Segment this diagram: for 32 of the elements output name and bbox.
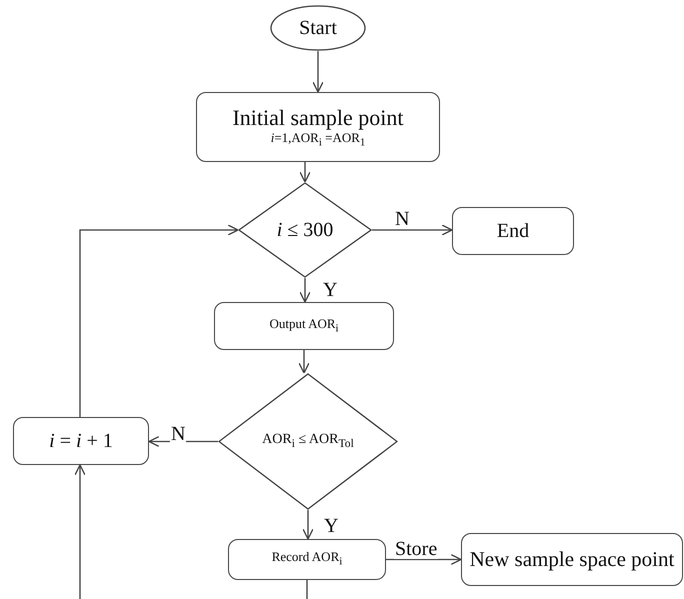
arrow [372,224,453,236]
arrow [299,162,311,183]
node-text: AOR$_{i}$ ≤ AOR$_{Tol}$ [262,432,354,451]
connector-line [306,580,308,599]
node-text: i ≤ 300 [276,218,334,242]
arrow [74,464,86,599]
process-box [214,302,394,350]
arrow [302,510,314,540]
arrow [298,350,310,374]
node-text: End [496,220,530,242]
decision-diamond [238,182,372,278]
arrow [312,51,324,93]
process-box [461,533,683,586]
node-text: New sample space point [470,547,674,572]
decision-diamond [218,373,398,510]
arrow [79,224,239,417]
box-heading: Initial sample point [232,105,404,131]
arrow [148,436,218,448]
edge-label: Store [394,539,438,559]
process-box [13,417,149,465]
node-text: Output AOR$_{i}$ [269,316,339,336]
process-box [196,92,440,162]
node-text: Record AOR$_{i}$ [272,550,342,569]
arrow [386,554,462,566]
node-text: i=1,AOR$_{i}$ =AOR$_{1}$ [270,130,366,149]
process-box [228,539,386,580]
terminal-ellipse [270,5,366,51]
process-box [452,207,574,255]
edge-label: N [170,424,186,444]
node-text: Start [299,16,337,40]
node-text: i = i + 1 [49,430,113,452]
arrow [299,278,311,303]
